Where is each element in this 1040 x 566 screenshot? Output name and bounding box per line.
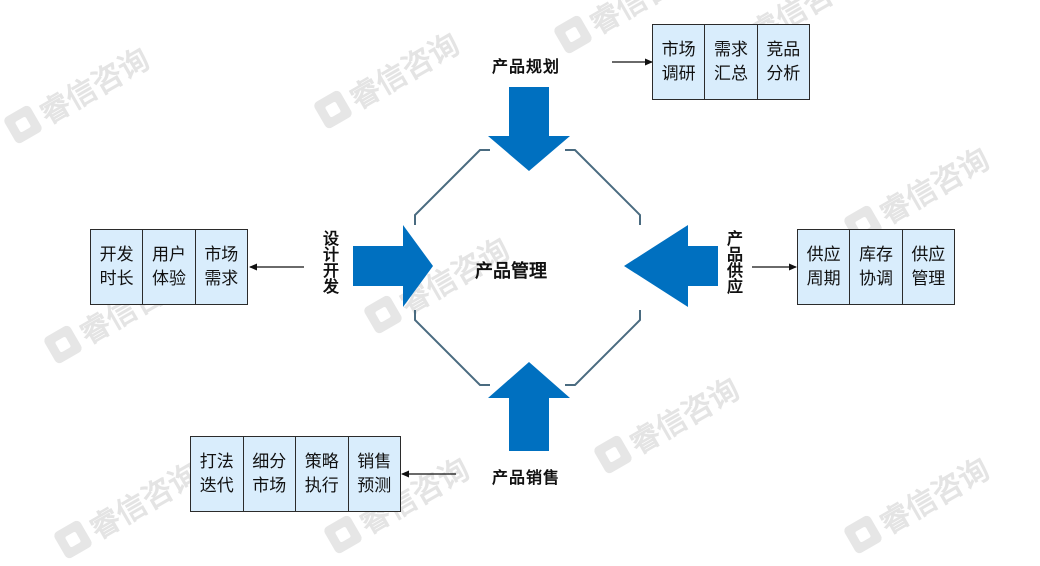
box-product-supply: 供应周期 库存协调 供应管理 <box>797 229 955 305</box>
center-label: 产品管理 <box>475 261 547 282</box>
box-cell: 库存协调 <box>849 230 901 304</box>
label-product-sales: 产品销售 <box>492 468 561 487</box>
box-cell: 销售预测 <box>347 437 401 511</box>
frame-bottom-right <box>565 310 641 386</box>
box-product-sales: 打法迭代 细分市场 策略执行 销售预测 <box>190 436 401 512</box>
box-cell: 用户体验 <box>142 230 194 304</box>
label-product-planning: 产品规划 <box>492 57 561 76</box>
label-product-supply: 产品供应 <box>724 230 743 294</box>
box-cell: 打法迭代 <box>199 452 234 496</box>
box-cell: 供应周期 <box>806 245 841 289</box>
arrow-top <box>488 87 570 171</box>
frame-top-left <box>414 149 490 225</box>
connector-arrows <box>249 58 797 478</box>
diagram-canvas <box>249 58 797 478</box>
frame-bottom-left <box>414 310 490 386</box>
box-cell: 策略执行 <box>295 437 348 511</box>
box-cell: 竞品分析 <box>756 25 809 99</box>
box-design-development: 开发时长 用户体验 市场需求 <box>90 229 248 305</box>
box-product-planning: 市场调研 需求汇总 竞品分析 <box>652 24 810 100</box>
box-cell: 细分市场 <box>242 437 296 511</box>
arrow-right <box>624 225 718 307</box>
box-cell: 市场需求 <box>194 230 247 304</box>
frame-top-right <box>565 149 641 225</box>
label-design-development: 设计开发 <box>320 230 339 294</box>
box-cell: 供应管理 <box>901 230 954 304</box>
box-cell: 需求汇总 <box>704 25 756 99</box>
process-arrows <box>353 87 718 451</box>
arrow-bottom <box>488 362 570 451</box>
arrow-left <box>353 225 433 307</box>
box-cell: 开发时长 <box>99 245 134 289</box>
octagon-frame <box>414 149 641 386</box>
box-cell: 市场调研 <box>661 40 696 84</box>
